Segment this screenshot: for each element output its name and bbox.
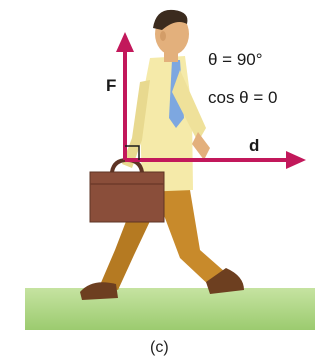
cosine-equation-label: cos θ = 0 — [208, 88, 277, 108]
back-shoe — [80, 282, 118, 300]
briefcase-body — [90, 172, 164, 222]
displacement-label: d — [249, 136, 259, 156]
ground-strip — [25, 288, 315, 330]
figure-caption: (c) — [150, 339, 169, 357]
ear — [160, 31, 166, 41]
force-vector-head — [116, 32, 134, 52]
displacement-vector-head — [286, 151, 306, 169]
forearm — [192, 132, 210, 160]
theta-equation-label: θ = 90° — [208, 50, 263, 70]
force-label: F — [106, 76, 116, 96]
